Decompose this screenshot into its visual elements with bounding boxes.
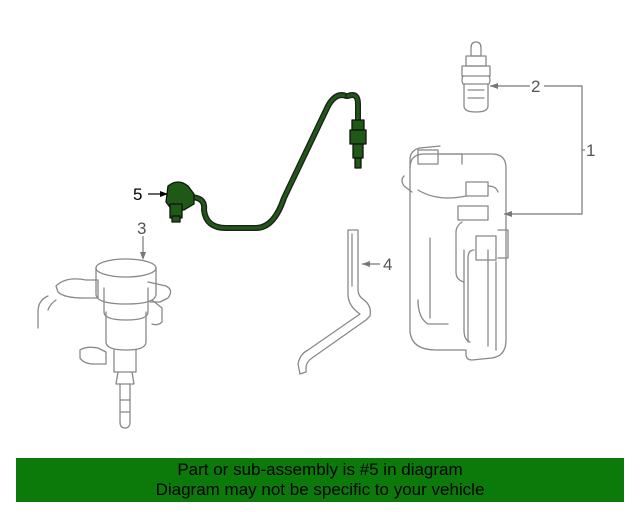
callout-3: 3 [137, 219, 146, 238]
info-banner: Part or sub-assembly is #5 in diagram Di… [16, 458, 624, 502]
part-3-valve [37, 258, 172, 429]
callout-4: 4 [383, 255, 392, 274]
callout-2: 2 [531, 77, 540, 96]
callout-5: 5 [133, 185, 142, 204]
banner-line-1: Part or sub-assembly is #5 in diagram [177, 460, 463, 479]
leader-arrowheads [140, 83, 512, 267]
callout-1: 1 [586, 141, 595, 160]
part-5-hose-assembly [165, 92, 367, 231]
part-4-bracket [297, 229, 372, 375]
banner-line-2: Diagram may not be specific to your vehi… [155, 480, 485, 499]
part-2-sensor [461, 41, 491, 113]
part-1-canister [401, 145, 509, 361]
leader-lines [142, 85, 585, 265]
